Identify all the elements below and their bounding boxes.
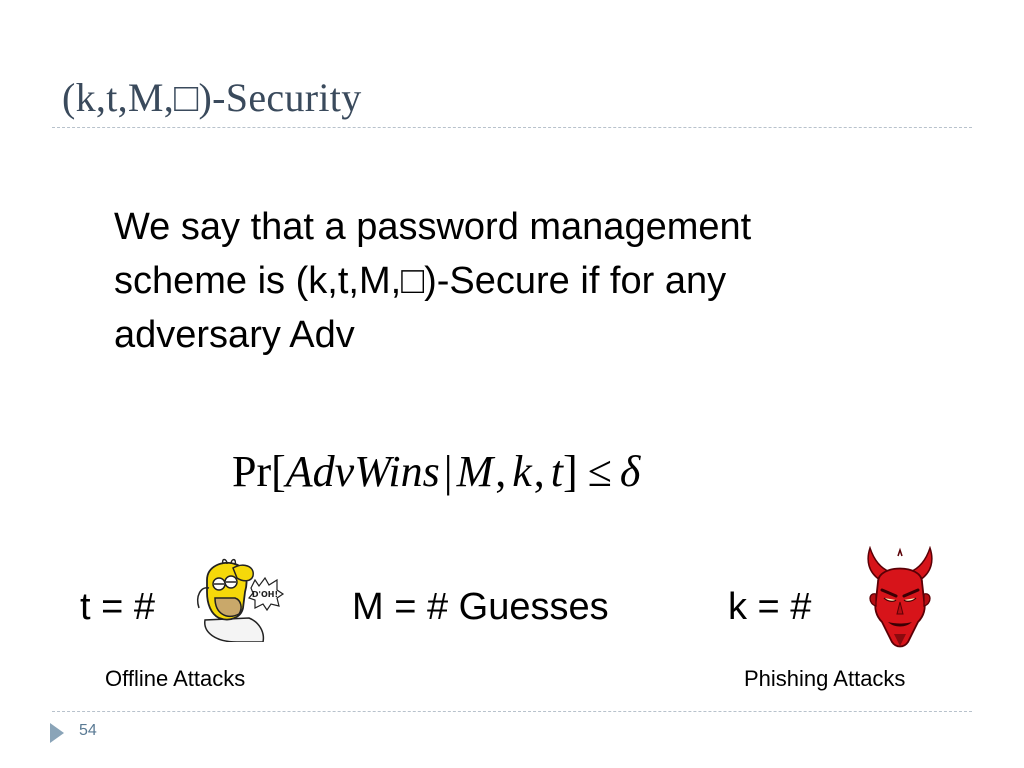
label-k: k = # [728,586,812,628]
footer-divider [52,711,972,712]
homer-speech-text: D'OH! [252,590,278,599]
homer-doh-icon: D'OH! [197,558,285,642]
page-number: 54 [79,722,97,739]
label-t: t = # [80,586,155,628]
caption-offline-attacks: Offline Attacks [105,666,246,691]
label-m: M = # Guesses [352,586,609,628]
formula-leq: ≤ [587,447,612,496]
devil-head-icon [867,546,933,648]
formula-k: k [512,447,532,496]
formula-event: AdvWins [285,447,440,496]
slide-title: (k,t,M,□)-Security [62,75,362,120]
formula-delta: δ [619,447,641,496]
definition-text: We say that a password management scheme… [114,206,752,356]
formula-t: t [550,447,563,496]
formula-bar: | [443,447,453,496]
security-formula: Pr[AdvWins|M,k,t]≤δ [232,447,641,496]
formula-prefix: Pr[ [232,447,286,496]
formula-m: M [456,447,494,496]
caption-phishing-attacks: Phishing Attacks [744,666,906,691]
triangle-right-icon [50,723,64,743]
formula-close: ] [563,447,578,496]
title-divider [52,127,972,128]
